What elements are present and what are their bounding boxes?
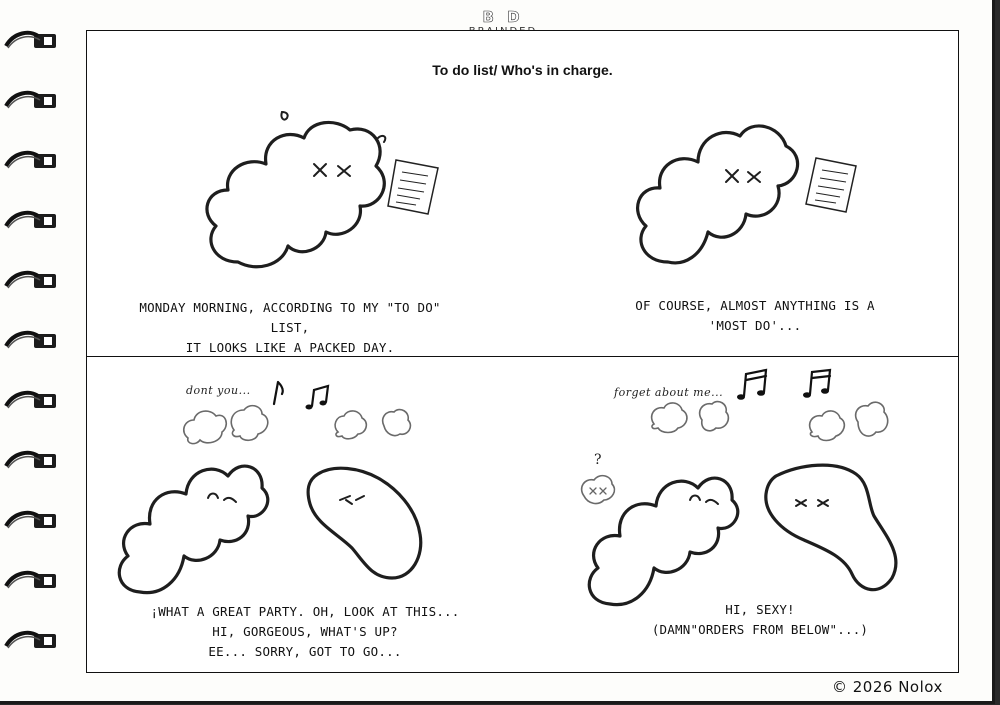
panel-divider (86, 356, 959, 357)
caption-line: Of course, almost anything is a (635, 298, 875, 313)
spiral-ring (4, 390, 56, 409)
thought-text-panel-3: dont you... (186, 384, 251, 397)
spiral-ring (4, 210, 56, 229)
caption-panel-1: Monday morning, according to my "to do" … (120, 298, 460, 358)
thought-text-panel-4: forget about me... (614, 386, 724, 399)
caption-line: 'most do'... (708, 318, 802, 333)
spiral-ring (4, 510, 56, 529)
page-title: To do list/ Who's in charge. (432, 62, 613, 78)
caption-line: ¡What a great party. Oh, look at this... (150, 604, 460, 619)
caption-panel-3: ¡What a great party. Oh, look at this...… (140, 602, 470, 662)
caption-panel-2: Of course, almost anything is a 'most do… (600, 296, 910, 336)
spiral-ring (4, 30, 56, 49)
caption-line: (damn"orders from below"...) (651, 622, 869, 637)
caption-line: it looks like a packed day. (185, 340, 395, 355)
caption-line: Hi, gorgeous, what's up? (212, 624, 398, 639)
spiral-ring (4, 570, 56, 589)
spiral-ring (4, 450, 56, 469)
copyright-notice: © 2026 Nolox (832, 678, 943, 696)
spiral-binding (0, 20, 62, 680)
caption-line: Hi, sexy! (725, 602, 795, 617)
spiral-ring (4, 150, 56, 169)
caption-line: Ee... sorry, got to go... (208, 644, 402, 659)
spiral-ring (4, 90, 56, 109)
logo-initials: B D (482, 8, 524, 27)
question-mark-icon: ? (594, 452, 603, 468)
spiral-ring (4, 330, 56, 349)
caption-panel-4: Hi, sexy! (damn"orders from below"...) (610, 600, 910, 640)
spiral-ring (4, 270, 56, 289)
spiral-ring (4, 630, 56, 649)
caption-line: Monday morning, according to my "to do" … (139, 300, 441, 335)
